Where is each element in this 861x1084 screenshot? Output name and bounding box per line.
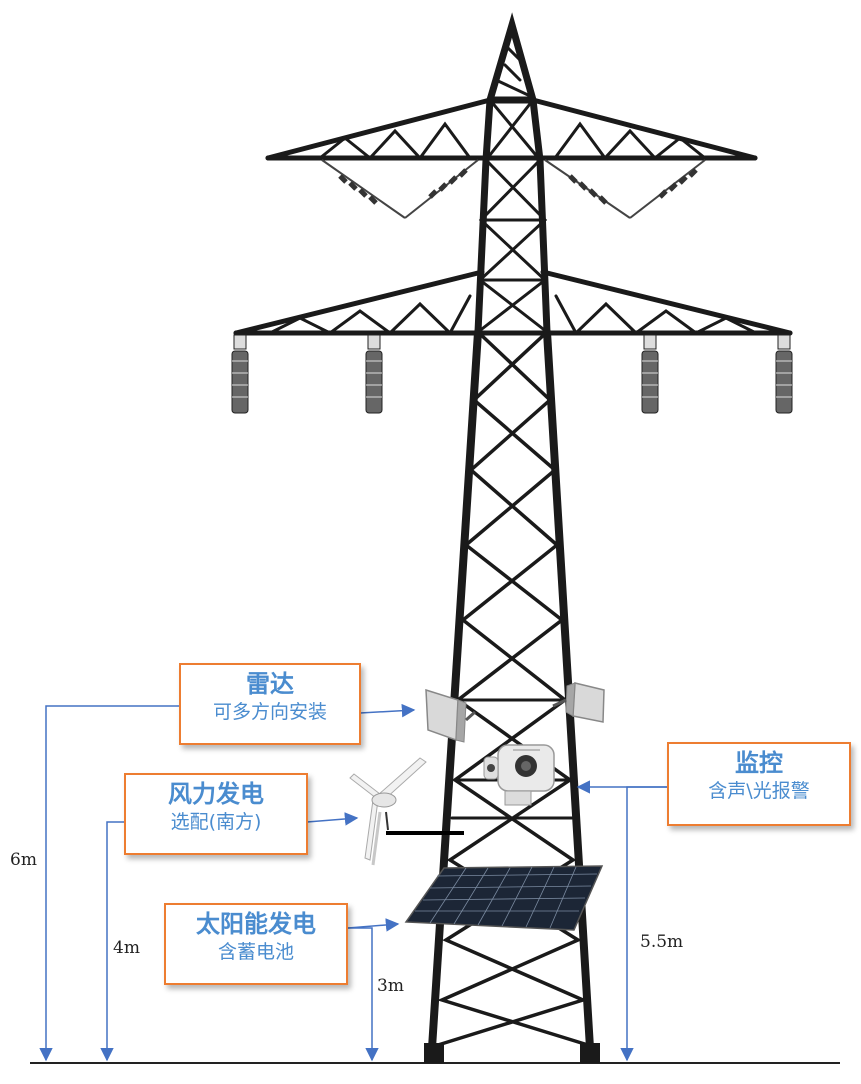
height-dimension-lines [39, 705, 668, 1062]
radar-left-icon [425, 688, 476, 743]
height-label-solar: 3m [377, 976, 404, 996]
wind-callout: 风力发电 选配(南方) [124, 773, 308, 855]
radar-subtitle: 可多方向安装 [212, 701, 327, 723]
height-label-monitor: 5.5m [640, 932, 684, 952]
hanging-insulators [231, 334, 793, 414]
monitor-callout: 监控 含声\光报警 [667, 742, 851, 826]
height-label-radar: 6m [10, 850, 37, 870]
solar-callout: 太阳能发电 含蓄电池 [164, 903, 348, 985]
wind-subtitle: 选配(南方) [170, 811, 262, 833]
upper-insulators [321, 159, 706, 219]
solar-panel-icon [404, 865, 604, 931]
wind-turbine-icon [349, 757, 464, 866]
solar-subtitle: 含蓄电池 [217, 941, 294, 963]
camera-icon [483, 744, 555, 806]
radar-title: 雷达 [246, 670, 294, 698]
height-label-wind: 4m [113, 938, 140, 958]
monitor-subtitle: 含声\光报警 [708, 780, 810, 802]
monitor-title: 监控 [735, 749, 783, 777]
wind-title: 风力发电 [168, 780, 264, 808]
radar-callout: 雷达 可多方向安装 [179, 663, 361, 745]
solar-title: 太阳能发电 [196, 910, 316, 938]
radar-right-icon [552, 682, 605, 723]
